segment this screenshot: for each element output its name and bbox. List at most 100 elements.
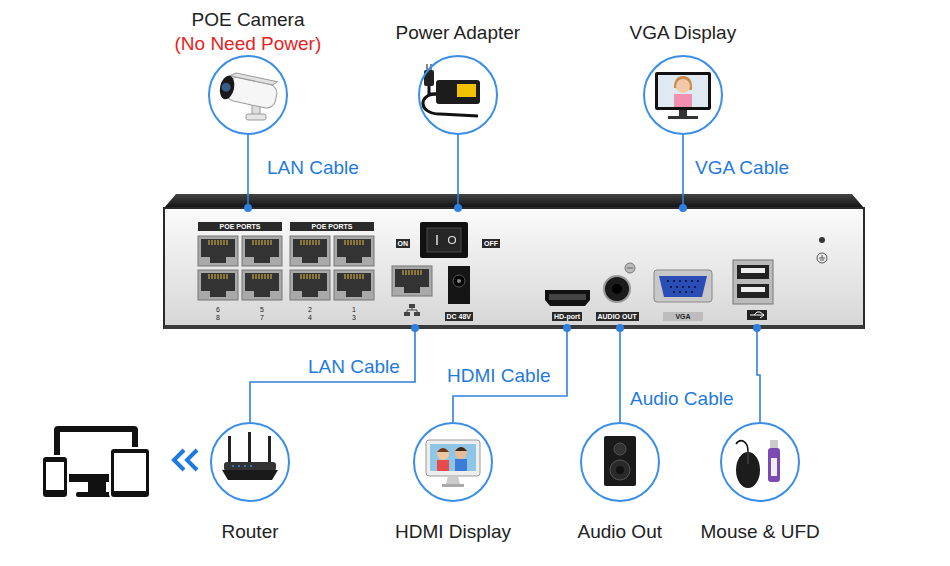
mouse-usb-icon-part (736, 452, 760, 488)
lan-port-part (414, 312, 420, 316)
cable-line (247, 135, 249, 208)
usb-ports-part (741, 287, 765, 292)
device-circle: Power Adapter (418, 55, 498, 135)
device-label: Mouse & UFD (701, 521, 820, 543)
poe-ports-part (290, 270, 330, 300)
panel-tag: DC 48V (445, 312, 474, 321)
devices-icon-part (46, 462, 64, 490)
port-dot (616, 324, 624, 332)
router-icon (222, 432, 278, 480)
device-label: Router (222, 521, 279, 543)
power-switch (420, 222, 468, 258)
power-adapter-icon-part (429, 86, 436, 94)
icon-backgrounds-part (211, 423, 289, 501)
dc-jack (448, 266, 470, 304)
device-circle: Mouse & UFD (720, 422, 800, 502)
lan-port-part (404, 312, 410, 316)
icon-backgrounds-part (721, 423, 799, 501)
poe-ports-part (198, 236, 238, 266)
device-circle: Audio Out (580, 422, 660, 502)
hdmi-display-icon-part (455, 447, 467, 451)
vga-port-part (659, 276, 707, 297)
camera-icon-part (218, 70, 280, 109)
device-circle: HDMI Display (413, 422, 493, 502)
port-number: 5 (260, 306, 264, 314)
cable-connector (616, 324, 624, 422)
panel-tag: ON (396, 239, 411, 248)
port-number: 1 (352, 306, 356, 314)
lan-port-part (409, 304, 415, 308)
mouse-usb-icon (736, 440, 780, 488)
lan-port (392, 266, 432, 316)
port-dot (679, 204, 687, 212)
icon-backgrounds-part (209, 56, 287, 134)
vga-display-icon-part (676, 79, 690, 93)
device-label: HDMI Display (395, 521, 511, 543)
device-note: (No Need Power) (175, 33, 322, 55)
port-number: 2 (308, 306, 312, 314)
router-icon-part (268, 436, 271, 464)
device-label: Audio Out (578, 521, 663, 543)
dc-jack-part (448, 266, 470, 304)
panel-tag: OFF (482, 239, 500, 248)
port-dot (753, 324, 761, 332)
cable-label: HDMI Cable (445, 365, 552, 387)
cable-line (682, 135, 684, 208)
poe-ports-part (242, 270, 282, 300)
poe-ports-part (198, 270, 238, 300)
audio-jack (604, 263, 635, 302)
lan-port-part (407, 308, 417, 312)
poe-ports-part (334, 270, 374, 300)
power-adapter-icon-part (436, 80, 480, 104)
audio-jack-part (612, 284, 622, 294)
icon-backgrounds-part (414, 423, 492, 501)
router-icon-part (248, 432, 251, 464)
usb-ports-part (750, 312, 764, 318)
audio-jack-part (604, 276, 630, 302)
hdmi-display-icon-part (437, 460, 449, 471)
usb-ports (733, 260, 773, 320)
cable-connector (753, 324, 761, 422)
panel-tag: VGA (663, 312, 703, 321)
cable-connector (244, 135, 252, 212)
vga-display-icon-part (679, 110, 687, 116)
vga-display-icon-part (668, 116, 698, 119)
usb-ports-part (741, 268, 765, 273)
hdmi-display-icon (426, 440, 480, 487)
devices-icon (42, 426, 197, 498)
nvr-housing-part (164, 208, 864, 328)
devices-icon-part (187, 450, 197, 470)
poe-ports (198, 236, 374, 300)
router-icon-part (232, 465, 252, 467)
device-circle: Router (210, 422, 290, 502)
hdmi-display-icon-part (446, 476, 460, 484)
cable-label: LAN Cable (265, 157, 361, 179)
vga-port-part (654, 270, 712, 302)
port-number: 6 (216, 306, 220, 314)
hdmi-port (545, 290, 590, 306)
dc-jack-part (453, 275, 465, 287)
speaker-icon-part (604, 436, 636, 486)
camera-icon-part-part (230, 72, 278, 86)
camera-icon-part (246, 114, 266, 120)
panel-tag: AUDIO OUT (596, 312, 639, 321)
usb-ports-part (737, 284, 769, 298)
ground-terminal-part (819, 255, 825, 260)
panel-tag: POE PORTS (290, 222, 374, 231)
speaker-icon-part (610, 460, 630, 480)
vga-port-part (667, 280, 699, 293)
power-adapter-icon-part (430, 64, 432, 70)
power-switch-part (427, 228, 461, 252)
mouse-usb-icon-part (768, 448, 780, 482)
port-number: 3 (352, 314, 356, 322)
poe-ports-part (334, 236, 374, 266)
nvr-housing-part (164, 194, 864, 208)
power-adapter-icon-part (457, 84, 476, 97)
device-label: POE Camera (192, 9, 305, 31)
devices-icon-part (42, 456, 68, 498)
cable-line (457, 135, 459, 208)
device-label: Power Adapter (396, 22, 521, 44)
